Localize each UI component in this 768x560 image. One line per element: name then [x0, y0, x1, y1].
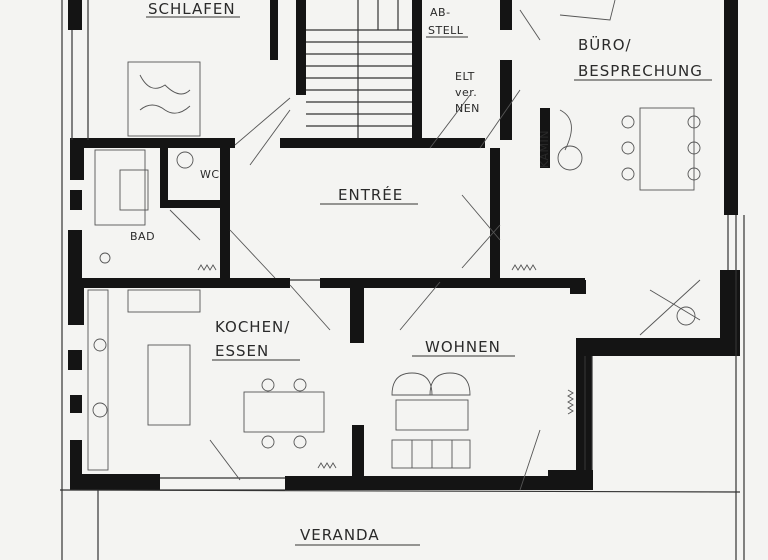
- label-buero-1: BÜRO/: [578, 35, 632, 54]
- door-swings: [169, 89, 701, 491]
- furniture: [87, 0, 701, 471]
- radiators: [197, 264, 574, 469]
- label-elternraum-1: ELT: [455, 70, 475, 83]
- label-veranda: VERANDA: [300, 526, 380, 544]
- label-wohnen: WOHNEN: [425, 338, 501, 356]
- label-elternraum-2: ver.: [455, 86, 477, 99]
- label-buero-2: BESPRECHUNG: [578, 62, 703, 80]
- label-entree: ENTRÉE: [338, 185, 403, 204]
- label-elternraum-3: NEN: [455, 102, 480, 115]
- label-kochen-1: KOCHEN/: [215, 318, 290, 336]
- label-abstell-2: STELL: [428, 24, 464, 37]
- walls: [68, 0, 740, 490]
- label-kamin: KAMIN: [538, 130, 551, 168]
- label-wc: WC: [200, 168, 220, 181]
- room-labels: SCHLAFEN AB- STELL ELT ver. NEN BÜRO/ BE…: [130, 0, 712, 546]
- window-lines: [59, 0, 745, 560]
- label-schlafen: SCHLAFEN: [148, 0, 236, 18]
- staircase: [306, 0, 412, 138]
- label-abstell-1: AB-: [430, 6, 451, 19]
- label-bad: BAD: [130, 230, 155, 243]
- label-kochen-2: ESSEN: [215, 342, 269, 360]
